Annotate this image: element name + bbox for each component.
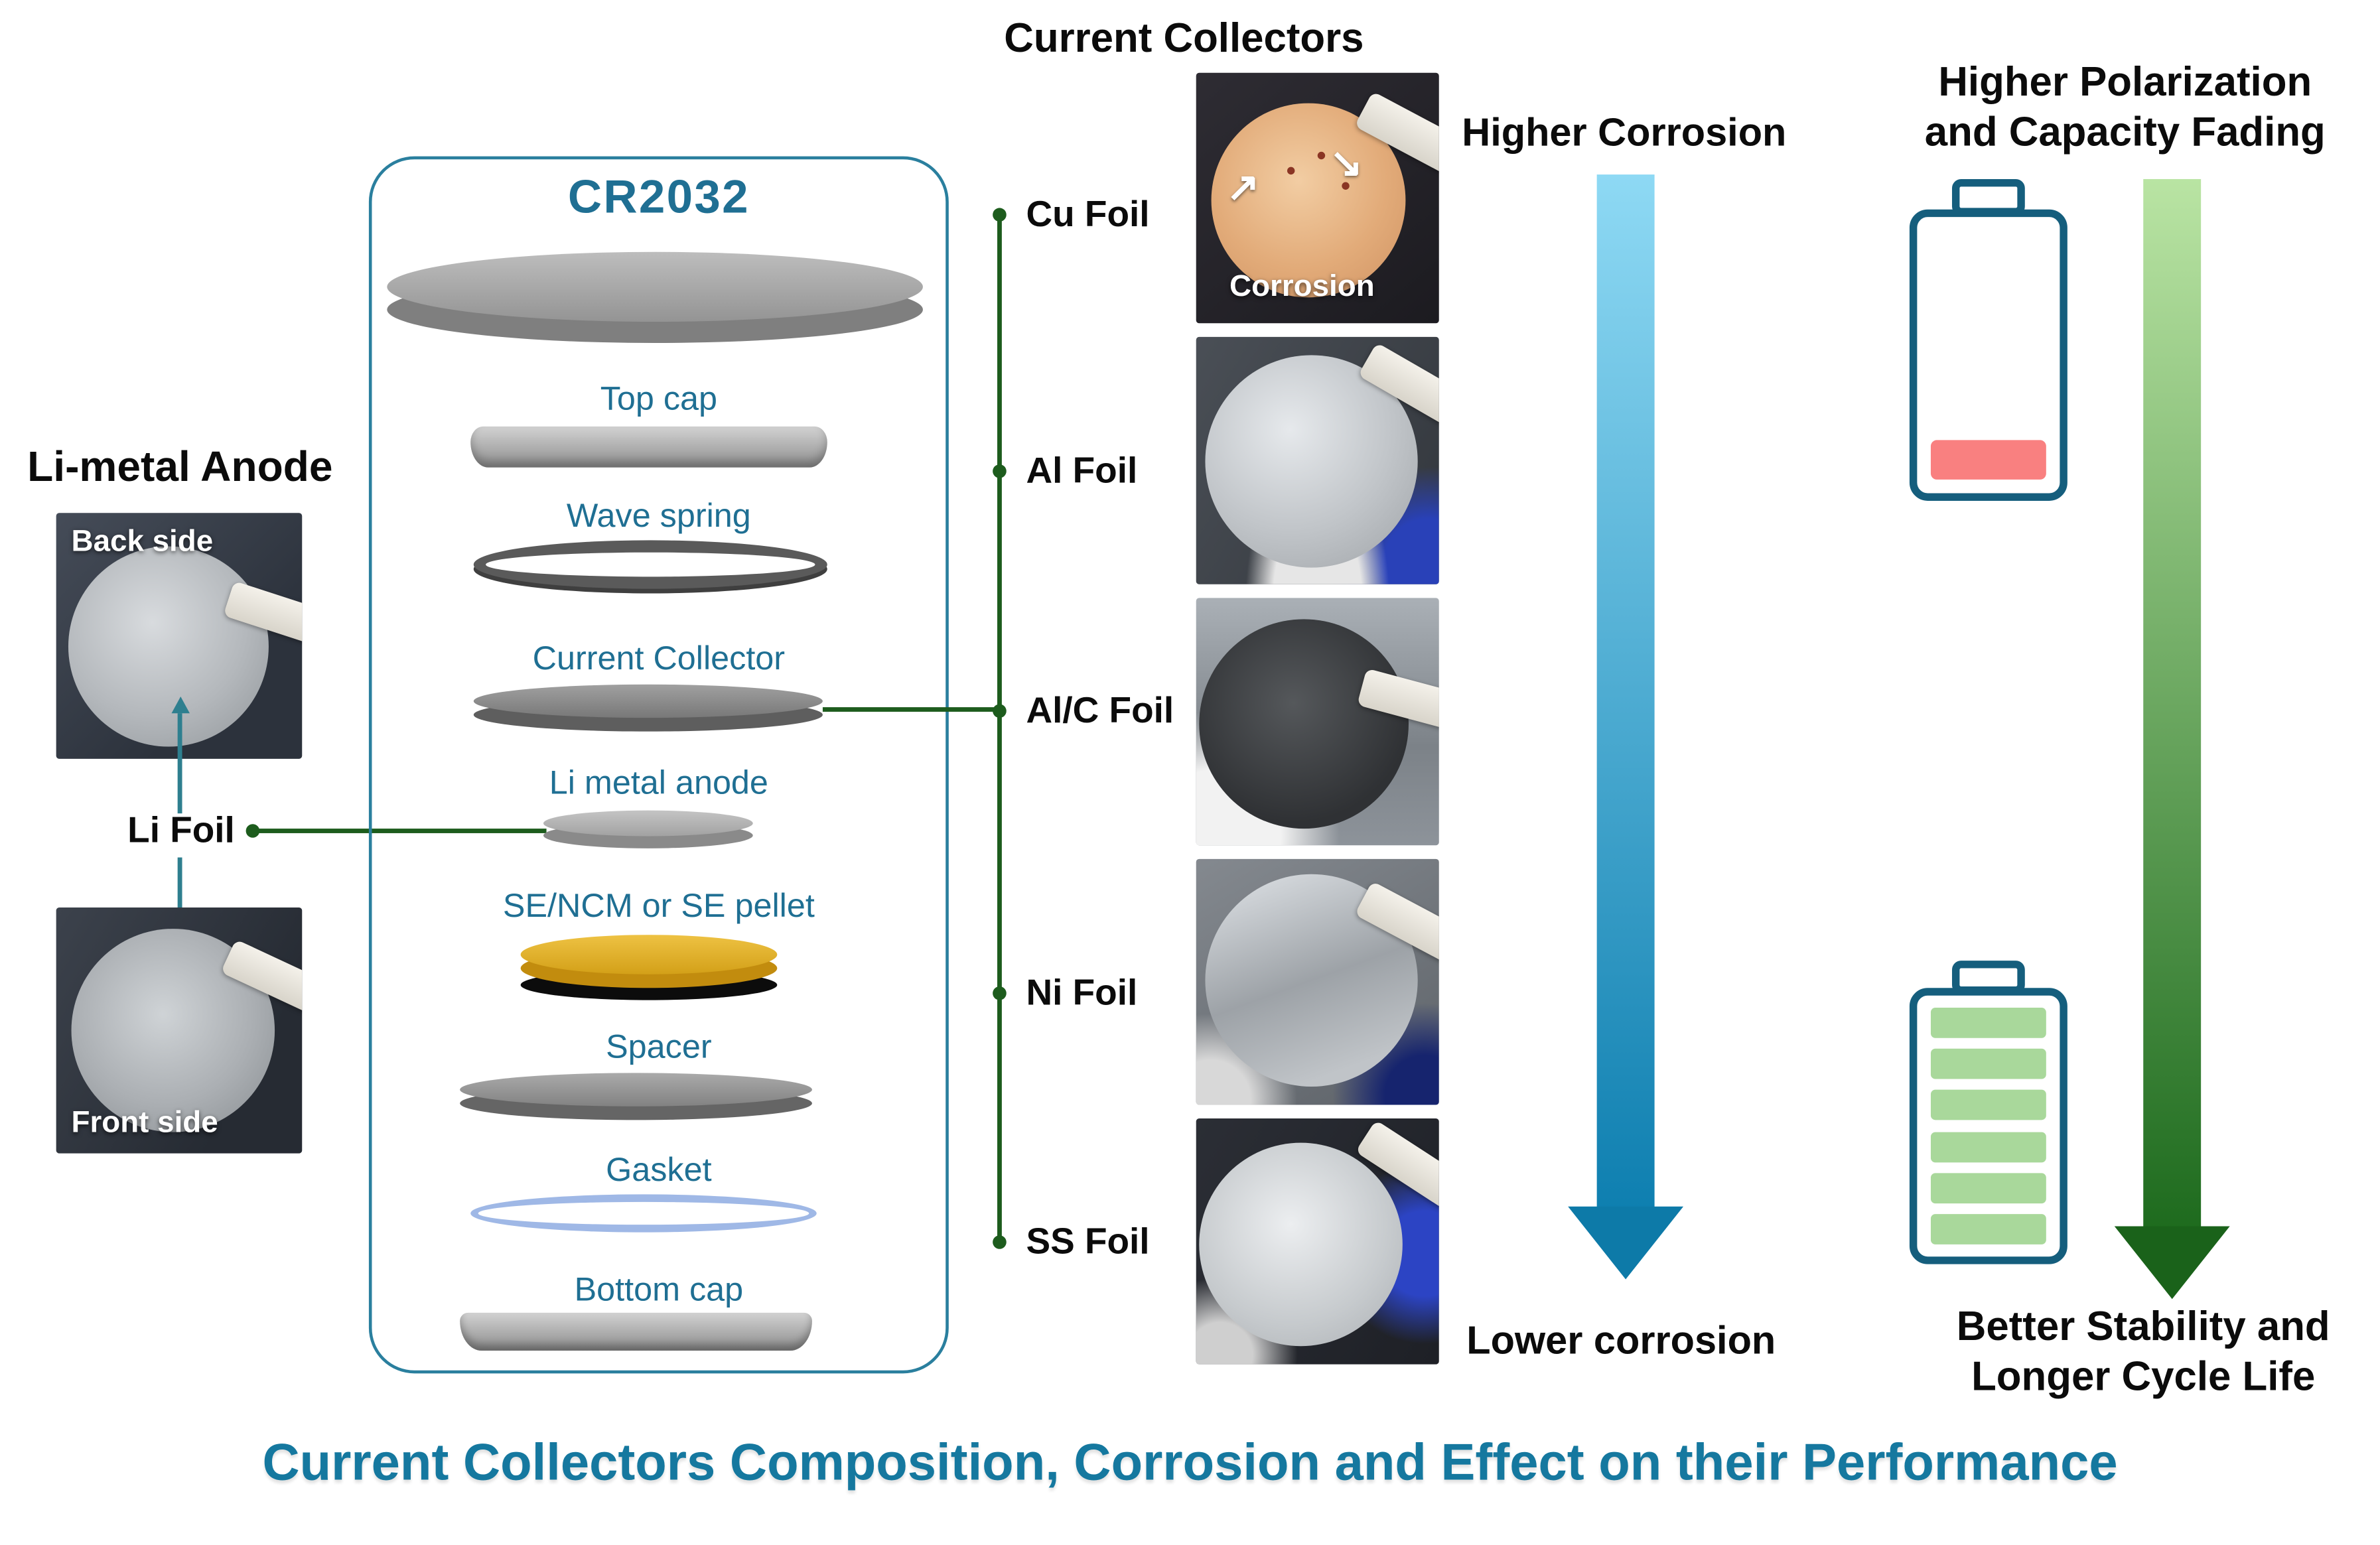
li-foil-disc-back [68, 546, 269, 747]
foil-label-cu: Cu Foil [1026, 194, 1150, 235]
figure-title: Current Collectors Composition, Corrosio… [262, 1434, 2118, 1492]
al-foil-photo [1196, 336, 1439, 584]
component-label-current-collector: Current Collector [532, 639, 786, 677]
empty-battery-icon [1909, 178, 2067, 501]
alc-foil-disc [1199, 619, 1409, 829]
anode-arrow-up-line [177, 713, 182, 814]
corrosion-arrow-icon: ↗ [1226, 164, 1260, 210]
current-collector-shape [473, 684, 823, 733]
spacer-shape [460, 1073, 812, 1121]
lower-corrosion-label: Lower corrosion [1466, 1317, 1776, 1363]
back-side-label: Back side [71, 525, 214, 559]
wave-spring-shape [473, 540, 827, 589]
component-label-li-metal-anode: Li metal anode [549, 763, 768, 801]
connector-dot [993, 464, 1007, 478]
foil-label-ss: SS Foil [1026, 1221, 1150, 1263]
connector-dot [993, 208, 1007, 222]
component-label-wave-spring: Wave spring [566, 496, 751, 535]
front-side-label: Front side [71, 1106, 218, 1140]
li-foil-label: Li Foil [127, 810, 235, 852]
cr2032-title: CR2032 [567, 170, 750, 224]
component-label-top-cap: Top cap [600, 379, 718, 418]
ss-foil-photo [1196, 1118, 1439, 1365]
connector-dot [993, 1235, 1007, 1249]
full-battery-icon [1909, 961, 2067, 1264]
front-side-photo: Front side [56, 907, 303, 1154]
foil-label-alc: Al/C Foil [1026, 690, 1174, 732]
component-label-spacer: Spacer [606, 1027, 712, 1065]
battery-low-bar [1930, 440, 2046, 480]
better-stability-label: Better Stability and Longer Cycle Life [1956, 1304, 2330, 1400]
corrosion-arrow-bar [1596, 174, 1655, 1210]
bottom-cap-shape [460, 1312, 812, 1351]
corrosion-arrow-icon: ↘ [1330, 139, 1363, 186]
top-cap-shape [470, 426, 827, 468]
connector-dot [993, 704, 1007, 718]
connector-line-collector [822, 707, 999, 712]
cu-foil-photo: ↗ ↘ Corrosion [1196, 72, 1439, 324]
component-label-gasket: Gasket [606, 1150, 712, 1189]
cr2032-box [368, 156, 949, 1374]
gasket-shape [470, 1194, 817, 1233]
li-metal-anode-shape [543, 810, 753, 850]
corrosion-annotation: Corrosion [1229, 270, 1375, 304]
higher-corrosion-label: Higher Corrosion [1462, 109, 1787, 155]
ss-foil-disc [1199, 1142, 1403, 1347]
connector-dot [993, 986, 1007, 1000]
component-label-pellet: SE/NCM or SE pellet [502, 886, 815, 925]
collectors-vertical-line [997, 214, 1002, 1242]
al-foil-disc [1205, 355, 1418, 568]
anode-arrow-up-icon [171, 697, 190, 714]
back-side-photo: Back side [56, 513, 303, 759]
coin-cell-disc [387, 251, 923, 346]
anode-heading: Li-metal Anode [27, 443, 333, 490]
ni-foil-photo [1196, 858, 1439, 1105]
higher-polarization-label: Higher Polarization and Capacity Fading [1924, 59, 2326, 155]
connector-line-li-foil [251, 829, 547, 833]
collectors-heading: Current Collectors [1004, 15, 1364, 61]
performance-arrow-head-icon [2114, 1226, 2230, 1300]
foil-label-al: Al Foil [1026, 450, 1138, 492]
foil-label-ni: Ni Foil [1026, 973, 1138, 1014]
performance-arrow-bar [2143, 178, 2202, 1230]
alc-foil-photo [1196, 598, 1439, 846]
corrosion-arrow-head-icon [1568, 1206, 1684, 1280]
component-label-bottom-cap: Bottom cap [574, 1270, 744, 1308]
pellet-shape [520, 935, 778, 1004]
